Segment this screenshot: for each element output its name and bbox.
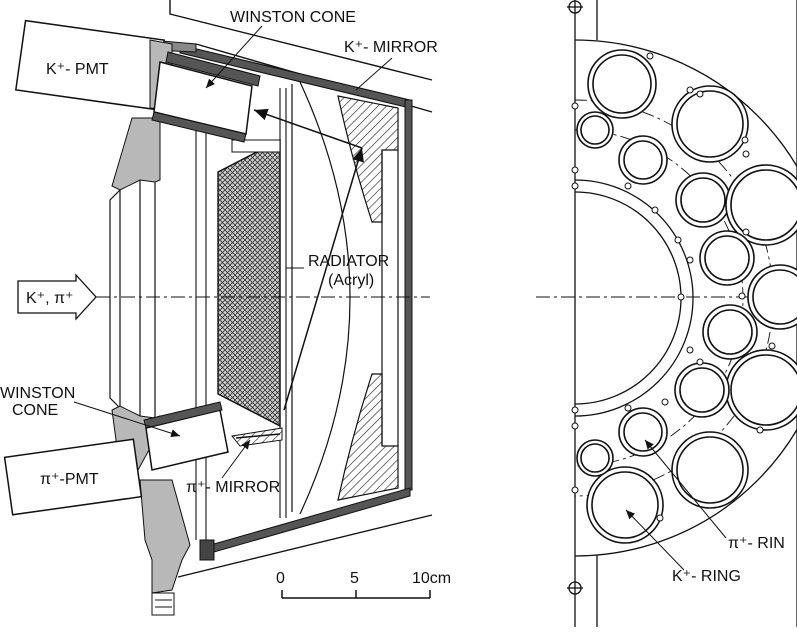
label-k-pmt: K⁺- PMT: [46, 61, 109, 78]
label-k-ring: K⁺- RING: [672, 568, 741, 585]
label-winston-cone-bottom-2: CONE: [12, 402, 58, 419]
label-pi-ring: π⁺- RIN: [728, 535, 785, 552]
label-beam: K⁺, π⁺: [26, 290, 74, 307]
k-mirror: [337, 95, 399, 223]
ring-leaders: [625, 439, 727, 571]
label-pi-pmt: π⁺-PMT: [40, 471, 99, 488]
beam-arrow: [17, 273, 97, 321]
label-pi-mirror: π⁺- MIRROR: [186, 479, 280, 496]
mounting-screws: [571, 52, 776, 522]
scale-tick-0: 0: [276, 570, 285, 587]
leader-lines: [73, 25, 393, 479]
radiator-block: [217, 138, 281, 428]
photon-rays: [235, 108, 364, 439]
winston-cone-top: [151, 51, 261, 143]
scale-tick-10: 10cm: [412, 570, 451, 587]
scale-tick-5: 5: [350, 570, 359, 587]
label-winston-cone-bottom-1: WINSTON: [0, 385, 75, 402]
scale-bar: [281, 590, 431, 599]
vessel-right-wall: [404, 99, 413, 491]
label-radiator: RADIATOR: [308, 253, 389, 270]
winston-cone-bottom: [143, 401, 229, 471]
lower-mirror: [337, 373, 399, 501]
support-frame: [111, 117, 215, 616]
vessel-bottom-wall: [177, 487, 433, 578]
label-radiator-sub: (Acryl): [328, 272, 374, 289]
label-winston-cone-top: WINSTON CONE: [230, 9, 356, 26]
pmt-rings: [576, 49, 797, 544]
label-k-mirror: K⁺- MIRROR: [344, 39, 438, 56]
mirror-surface: [291, 81, 399, 515]
pi-pmt: [3, 438, 143, 516]
entrance-window: [109, 178, 156, 418]
